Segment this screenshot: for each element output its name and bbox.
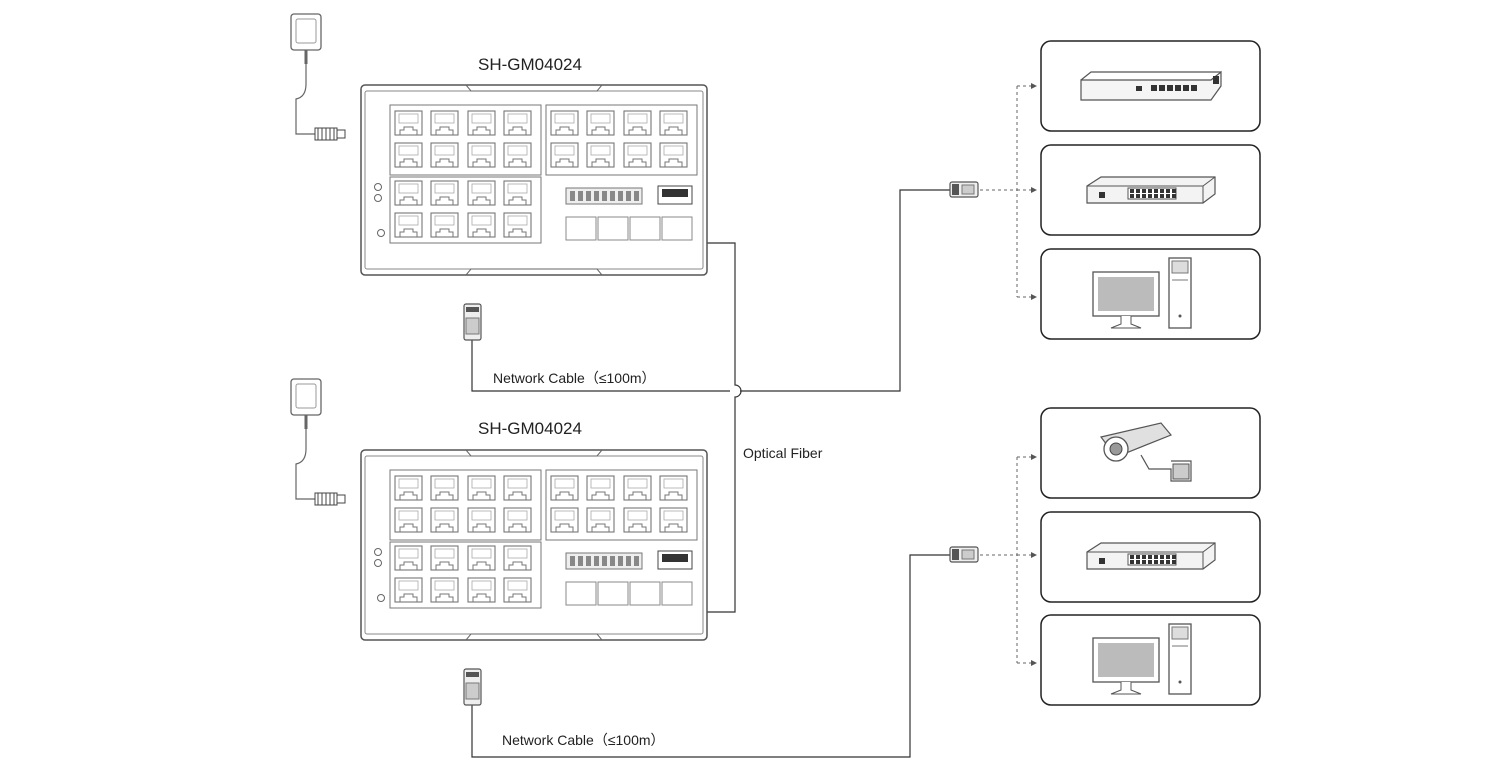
optical-fiber-line	[706, 242, 742, 613]
fanout-lines-group-1	[980, 83, 1037, 300]
switch-chassis	[360, 84, 708, 276]
ethernet-port-grid	[394, 110, 688, 238]
device-box-router	[1040, 40, 1261, 132]
ethernet-port-grid	[394, 475, 688, 603]
optical-fiber-label: Optical Fiber	[743, 445, 823, 461]
switch-icon	[1086, 176, 1216, 204]
poe-switch-unit-1	[360, 84, 708, 276]
desktop-pc-icon	[1092, 257, 1192, 329]
switch-model-label-2: SH-GM04024	[478, 419, 582, 438]
fiber-media-converter-icon-1	[949, 181, 979, 198]
rj45-plug-icon-2	[463, 668, 482, 706]
power-adapter-icon-1	[290, 13, 346, 141]
status-led-group	[374, 183, 385, 237]
status-led-group	[374, 548, 385, 602]
power-adapter-icon-2	[290, 378, 346, 506]
fiber-media-converter-icon-2	[949, 546, 979, 563]
ip-camera-icon	[1099, 422, 1192, 482]
device-box-pc-2	[1040, 614, 1261, 706]
switch-model-label-1: SH-GM04024	[478, 55, 582, 74]
sfp-slot-group	[565, 216, 693, 241]
sfp-slot-group	[565, 581, 693, 606]
device-box-pc-1	[1040, 248, 1261, 340]
switch-icon	[1086, 542, 1216, 570]
device-box-switch-2	[1040, 511, 1261, 603]
fanout-lines-group-2	[980, 454, 1037, 666]
router-icon	[1080, 70, 1222, 101]
poe-switch-unit-2	[360, 449, 708, 641]
device-box-camera	[1040, 407, 1261, 499]
desktop-pc-icon	[1092, 623, 1192, 695]
network-cable-label-1: Network Cable（≤100m）	[493, 370, 656, 386]
connection-lines	[471, 189, 950, 758]
rj45-plug-icon-1	[463, 303, 482, 341]
network-cable-line-1	[471, 189, 950, 392]
device-box-switch-1	[1040, 144, 1261, 236]
network-cable-label-2: Network Cable（≤100m）	[502, 732, 665, 748]
network-cable-line-2	[471, 554, 950, 758]
switch-chassis	[360, 449, 708, 641]
